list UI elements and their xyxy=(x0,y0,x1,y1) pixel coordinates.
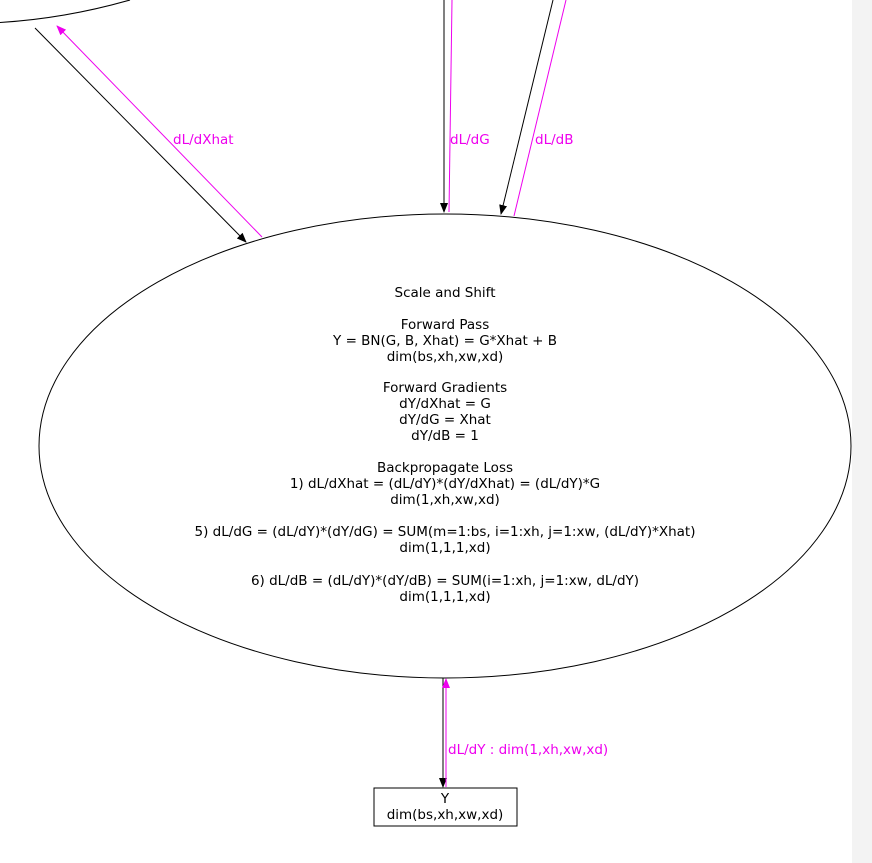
upstream-node-edge xyxy=(0,0,131,23)
edge-xhat-gradient xyxy=(56,25,263,238)
forward-gradient-g: dY/dG = Xhat xyxy=(399,412,491,428)
scrollbar-track[interactable] xyxy=(852,0,872,863)
backprop-step6: 6) dL/dB = (dL/dY)*(dY/dB) = SUM(i=1:xh,… xyxy=(251,573,639,589)
forward-pass-heading: Forward Pass xyxy=(401,317,489,333)
y-node-dim: dim(bs,xh,xw,xd) xyxy=(387,807,504,823)
forward-gradients-heading: Forward Gradients xyxy=(383,380,507,396)
backprop-heading: Backpropagate Loss xyxy=(377,460,513,476)
scale-shift-node xyxy=(38,213,852,679)
forward-pass-formula: Y = BN(G, B, Xhat) = G*Xhat + B xyxy=(332,333,557,349)
edge-g-gradient xyxy=(448,0,453,213)
forward-pass-dim: dim(bs,xh,xw,xd) xyxy=(387,349,504,365)
y-node-label: Y xyxy=(440,791,450,807)
backprop-step5: 5) dL/dG = (dL/dY)*(dY/dG) = SUM(m=1:bs,… xyxy=(195,524,696,540)
backprop-step1: 1) dL/dXhat = (dL/dY)*(dY/dXhat) = (dL/d… xyxy=(290,476,600,492)
edge-xhat-forward xyxy=(34,27,247,243)
edge-label-dl-dy: dL/dY : dim(1,xh,xw,xd) xyxy=(448,742,608,758)
backprop-step1-dim: dim(1,xh,xw,xd) xyxy=(390,492,500,508)
edge-b-forward xyxy=(499,0,554,215)
diagram-svg: dL/dXhat dL/dG dL/dB Scale and Shift For… xyxy=(0,0,852,827)
y-node xyxy=(373,787,518,827)
edge-b-gradient xyxy=(513,0,567,217)
forward-gradient-xhat: dY/dXhat = G xyxy=(399,396,491,412)
backprop-step5-dim: dim(1,1,1,xd) xyxy=(399,540,490,556)
edge-label-dl-dg: dL/dG xyxy=(450,132,490,148)
edge-label-dl-dxhat: dL/dXhat xyxy=(173,132,234,148)
edge-label-dl-db: dL/dB xyxy=(535,132,573,148)
node-title: Scale and Shift xyxy=(395,285,496,301)
forward-gradient-b: dY/dB = 1 xyxy=(411,428,479,444)
backprop-step6-dim: dim(1,1,1,xd) xyxy=(399,589,490,605)
